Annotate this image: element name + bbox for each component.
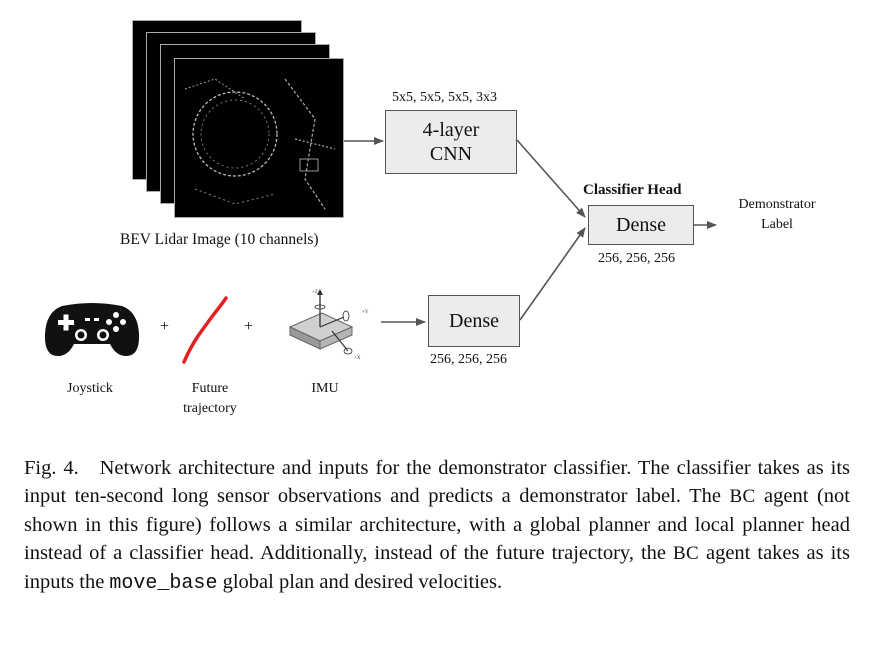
output-label-line1: Demonstrator [738, 197, 816, 212]
joystick-label: Joystick [67, 381, 113, 396]
bc-abbrev-2: BC [673, 543, 699, 564]
lidar-scan-icon [184, 78, 336, 210]
gamepad-icon [44, 303, 140, 356]
classifier-dense-block: Dense [588, 205, 694, 245]
trajectory-curve-icon [182, 296, 228, 364]
sensor-dense-block: Dense [428, 295, 520, 347]
cnn-title-line2: CNN [429, 143, 473, 165]
svg-text:+Y: +Y [362, 310, 369, 315]
plus-sign-2: + [244, 318, 254, 335]
svg-text:+Z: +Z [312, 290, 318, 295]
caption-text-1: Network architecture and inputs for the … [24, 457, 851, 507]
sensor-dense-label: Dense [449, 310, 499, 332]
output-label-line2: Label [761, 217, 793, 232]
sensor-dense-units: 256, 256, 256 [430, 352, 507, 367]
caption-text-2: agent (not shown in this figure) follows… [24, 485, 850, 564]
caption-text-4: global plan and desired velocities. [217, 571, 503, 593]
classifier-dense-units: 256, 256, 256 [598, 251, 675, 266]
future-trajectory-label-line1: Future [191, 381, 229, 396]
move-base-code: move_base [109, 572, 218, 595]
connection-arrows [344, 137, 717, 326]
imu-label: IMU [311, 381, 339, 396]
cnn-kernel-sizes: 5x5, 5x5, 5x5, 3x3 [392, 90, 497, 105]
bev-lidar-label: BEV Lidar Image (10 channels) [120, 231, 319, 248]
future-trajectory-label-line2: trajectory [183, 401, 237, 416]
arrow-sensor-to-classifier [519, 227, 586, 321]
lidar-channel-frame-front [174, 58, 344, 218]
cnn-title-line1: 4-layer [422, 119, 480, 141]
cnn-block: 4-layer CNN [385, 110, 517, 174]
classifier-head-heading: Classifier Head [583, 182, 682, 198]
architecture-figure: BEV Lidar Image (10 channels) 5x5, 5x5, … [44, 20, 816, 416]
imu-axes-icon: +Z +Y +X [288, 289, 369, 361]
classifier-dense-label: Dense [616, 214, 666, 236]
arrow-cnn-to-classifier [516, 139, 586, 218]
bc-abbrev-1: BC [729, 486, 756, 507]
caption-text-3: agent takes as its inputs the [24, 542, 850, 593]
figure-caption: Fig. 4. Network architecture and inputs … [24, 454, 850, 598]
figure-number: Fig. 4. [24, 457, 79, 479]
plus-sign-1: + [160, 318, 170, 335]
svg-text:+X: +X [354, 356, 361, 361]
